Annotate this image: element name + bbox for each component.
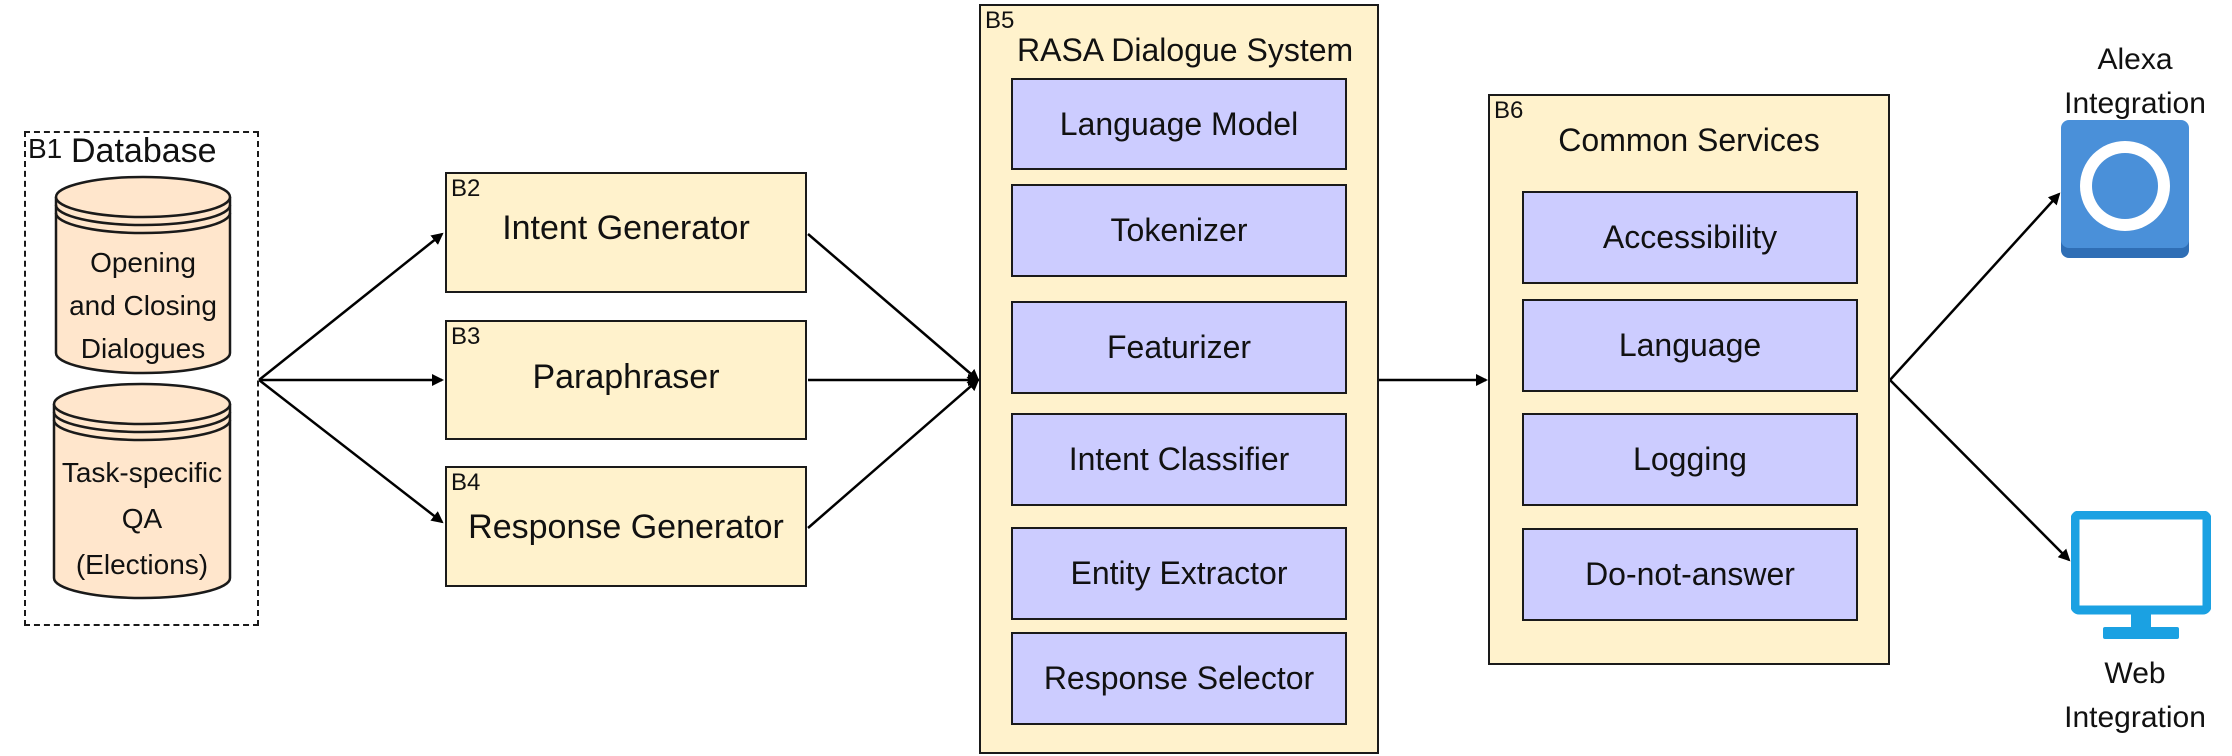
monitor-graphic [2070, 510, 2212, 639]
service-label: Do-not-answer [1585, 556, 1795, 592]
cylinder-line: and Closing [69, 290, 217, 321]
component-label: Response Selector [1043, 660, 1315, 696]
service-do-not-answer: Do-not-answer [1522, 528, 1858, 621]
alexa-icon [2061, 120, 2189, 258]
alexa-integration-label: Alexa Integration [2040, 38, 2230, 126]
component-label: Entity Extractor [1070, 555, 1288, 591]
cylinder-line: Opening [90, 247, 196, 278]
common-services-tag: B6 [1494, 97, 1524, 124]
rasa-component-featurizer: Featurizer [1011, 301, 1347, 394]
cylinder-shape [54, 175, 232, 375]
common-services-title: Common Services [1558, 122, 1820, 158]
alexa-label-line: Alexa [2097, 43, 2173, 76]
rasa-tag: B5 [985, 7, 1015, 34]
service-label: Logging [1633, 441, 1747, 477]
alexa-label-line: Integration [2064, 87, 2206, 120]
database-cylinder-task-qa: Task-specific QA (Elections) [52, 382, 232, 600]
arrow-response-generator-to-rasa [807, 378, 980, 529]
response-generator-tag: B4 [451, 469, 481, 496]
service-label: Language [1618, 327, 1762, 363]
rasa-component-response-selector: Response Selector [1011, 632, 1347, 725]
rasa-component-intent-classifier: Intent Classifier [1011, 413, 1347, 506]
alexa-icon-graphic [2061, 120, 2189, 258]
paraphraser-tag: B3 [451, 323, 481, 350]
service-accessibility: Accessibility [1522, 191, 1858, 284]
service-logging: Logging [1522, 413, 1858, 506]
arrow-db-to-intent-generator [258, 232, 444, 381]
arrow-services-to-web [1889, 379, 2071, 562]
database-group: B1 Database [24, 131, 259, 626]
paraphraser-label: Paraphraser [532, 357, 720, 396]
component-label: Tokenizer [1110, 212, 1248, 248]
web-label-line: Integration [2064, 701, 2206, 734]
database-title: Database [71, 132, 217, 170]
response-generator-box: B4 Response Generator [445, 466, 807, 587]
cylinder-shape [52, 382, 232, 600]
service-language: Language [1522, 299, 1858, 392]
intent-generator-label: Intent Generator [502, 209, 750, 247]
rasa-component-language-model: Language Model [1011, 78, 1347, 170]
cylinder-line: Dialogues [80, 333, 206, 364]
component-label: Language Model [1059, 105, 1299, 142]
response-generator-label: Response Generator [468, 508, 784, 546]
arrow-services-to-alexa [1889, 192, 2061, 381]
component-label: Intent Classifier [1068, 441, 1290, 477]
arrow-intent-generator-to-rasa [807, 233, 980, 382]
rasa-component-tokenizer: Tokenizer [1011, 184, 1347, 277]
cylinder-line: Task-specific [61, 457, 223, 488]
paraphraser-box: B3 Paraphraser [445, 320, 807, 440]
cylinder-line: QA [121, 503, 163, 534]
rasa-title: RASA Dialogue System [1017, 32, 1354, 68]
arrow-db-to-response-generator [258, 379, 444, 524]
web-integration-label: Web Integration [2040, 652, 2230, 740]
component-label: Featurizer [1106, 329, 1252, 365]
web-monitor-icon [2070, 510, 2212, 646]
service-label: Accessibility [1602, 219, 1778, 255]
rasa-component-entity-extractor: Entity Extractor [1011, 527, 1347, 620]
database-cylinder-dialogues: Opening and Closing Dialogues [54, 175, 232, 375]
intent-generator-box: B2 Intent Generator [445, 172, 807, 293]
web-label-line: Web [2104, 657, 2166, 690]
database-tag: B1 [28, 133, 63, 164]
intent-generator-tag: B2 [451, 175, 481, 202]
cylinder-line: (Elections) [75, 549, 209, 580]
